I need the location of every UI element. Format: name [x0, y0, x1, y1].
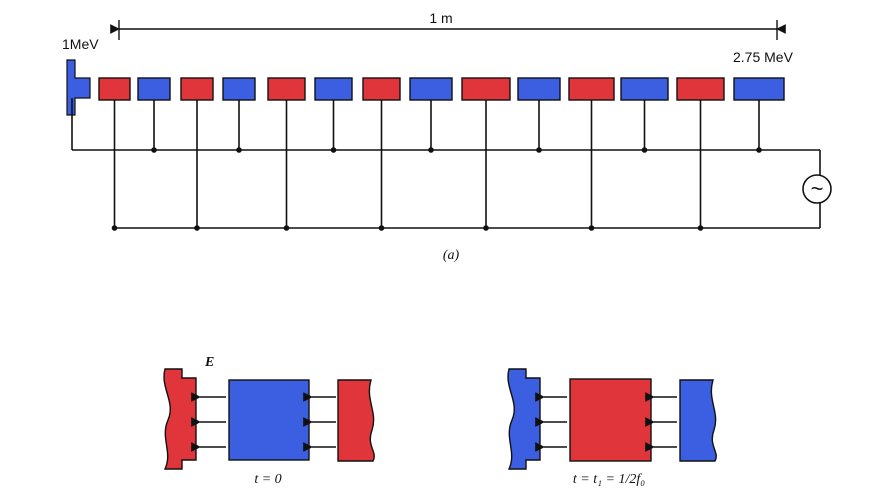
junction-dot: [378, 225, 385, 231]
energy-end-label: 2.75 MeV: [733, 49, 794, 65]
field-arrows-right-snapshot: [535, 392, 677, 452]
junction-dot: [111, 225, 118, 231]
junction-dot: [428, 147, 434, 153]
junction-dot: [697, 225, 704, 231]
ac-source: [802, 174, 832, 204]
drift-tube-blue: [222, 77, 256, 101]
drift-tube-blue: [137, 77, 171, 101]
center-tube-red: [569, 378, 652, 462]
right-tube-end-red: [337, 379, 375, 462]
junction-dot: [756, 147, 762, 153]
left-tube-end-red: [163, 368, 197, 470]
right-caption: t = t₁ = 1/2f₀: [573, 472, 645, 487]
junction-dot: [194, 225, 200, 231]
drift-tube-red: [568, 77, 615, 101]
field-arrows-left-snapshot: [191, 392, 336, 452]
junction-dot: [641, 147, 648, 153]
drift-tube-red: [676, 77, 725, 101]
panel-b-right: t = t₁ = 1/2f₀: [507, 368, 717, 487]
drift-tubes: [98, 77, 785, 101]
panel-a: 1 m 1MeV 2.75 MeV ~ (a): [62, 10, 832, 263]
drift-tube-blue: [517, 77, 561, 101]
drift-tube-red: [461, 77, 511, 101]
junction-dot: [483, 225, 489, 231]
ion-source: [66, 59, 91, 116]
junction-dot: [283, 225, 290, 231]
center-tube-blue: [228, 379, 310, 461]
left-caption: t = 0: [254, 472, 281, 487]
drift-tube-blue: [409, 77, 453, 101]
junction-dot: [536, 147, 542, 153]
junction-dot: [588, 225, 595, 231]
ac-source-symbol: ~: [811, 176, 824, 201]
panel-b-left: E t = 0: [163, 355, 375, 487]
drift-tube-red: [180, 77, 214, 101]
junction-dot: [330, 147, 337, 153]
junction-dot: [151, 147, 157, 153]
drift-tube-red: [98, 77, 131, 101]
drift-tube-blue: [733, 77, 785, 101]
drift-tube-blue: [620, 77, 669, 101]
panel-a-caption: (a): [443, 248, 460, 263]
junction-dot: [236, 147, 242, 153]
length-label: 1 m: [429, 10, 452, 26]
right-tube-end-blue: [679, 379, 717, 462]
energy-start-label: 1MeV: [62, 36, 99, 52]
wiring: [71, 98, 821, 231]
drift-tube-red: [267, 77, 306, 101]
drift-tube-blue: [314, 77, 353, 101]
drift-tube-red: [362, 77, 401, 101]
left-tube-end-blue: [507, 368, 541, 470]
field-label: E: [204, 355, 214, 370]
